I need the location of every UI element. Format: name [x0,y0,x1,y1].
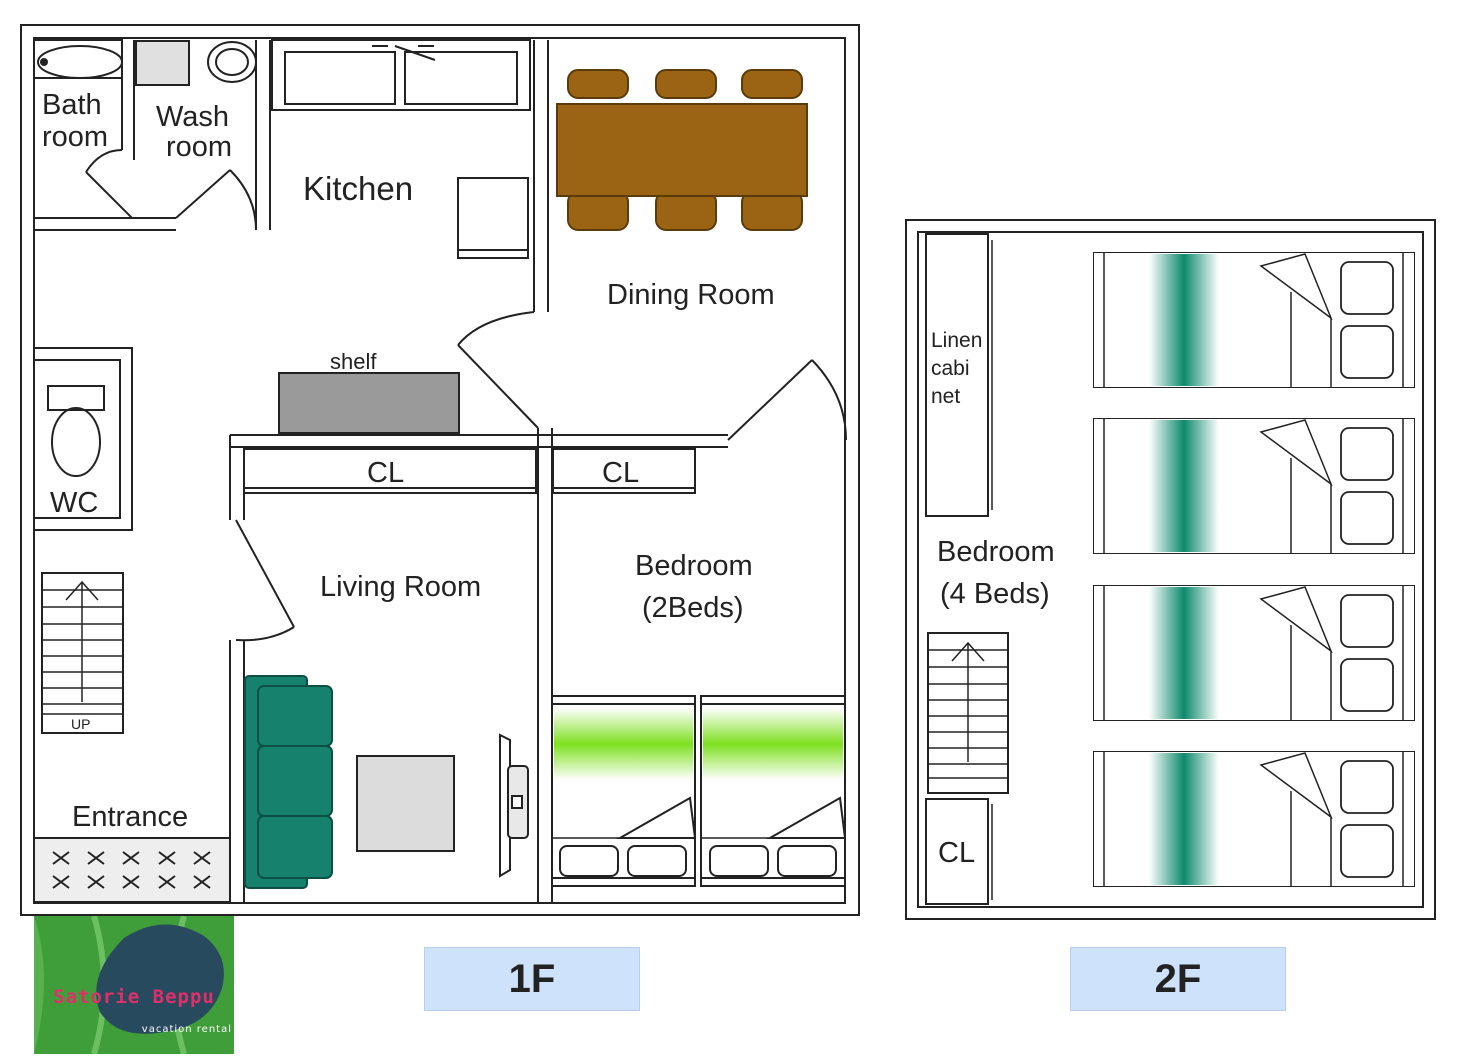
bed-icon [1093,751,1415,887]
bathroom-label-line2: room [42,121,108,153]
floor-1 [20,24,860,916]
bed-icon [1093,585,1415,721]
bed-icon [1093,418,1415,554]
closet-2f-label: CL [938,837,975,869]
washroom-label-line1: Wash [156,101,229,133]
closet-bedroom-label: CL [602,457,639,489]
dining-table-icon [556,69,808,231]
bedroom-1f-label-line1: Bedroom [635,550,753,582]
entrance-label: Entrance [72,801,188,833]
linen-cabinet-label-line1: Linen [931,329,982,352]
sofa-icon [244,675,333,889]
sink-icon [135,40,257,86]
outer-wall-2f [905,219,1436,920]
bedroom-2f-label-line2: (4 Beds) [940,578,1050,610]
floor-2 [905,219,1436,920]
logo: Satorie Beppu vacation rental [34,916,234,1054]
linen-cabinet-label-line3: net [931,385,960,408]
bathroom-label-line1: Bath [42,89,102,121]
wc-label: WC [50,487,98,519]
stove-icon [372,45,436,61]
bed-icon [1093,252,1415,388]
stairs-up-label: UP [71,716,90,732]
dining-room-label: Dining Room [607,279,775,311]
bathtub-icon [37,45,123,79]
bedroom-2f-label-line1: Bedroom [937,536,1055,568]
floor-1-badge: 1F [424,947,640,1011]
washroom-label-line2: room [166,131,232,163]
living-room-label: Living Room [320,571,481,603]
bedroom-1f-label-line2: (2Beds) [642,592,744,624]
outer-wall-1f [20,24,860,916]
logo-graphic-icon [34,916,234,1054]
linen-cabinet-label-line2: cabi [931,357,970,380]
entrance-mat-icon [52,851,211,889]
logo-name: Satorie Beppu [53,986,215,1008]
floor-2-badge: 2F [1070,947,1286,1011]
shelf-label: shelf [330,349,377,374]
logo-subtitle: vacation rental [141,1024,232,1035]
closet-living-label: CL [367,457,404,489]
inner-wall-2f [917,231,1424,908]
kitchen-label: Kitchen [303,170,413,207]
